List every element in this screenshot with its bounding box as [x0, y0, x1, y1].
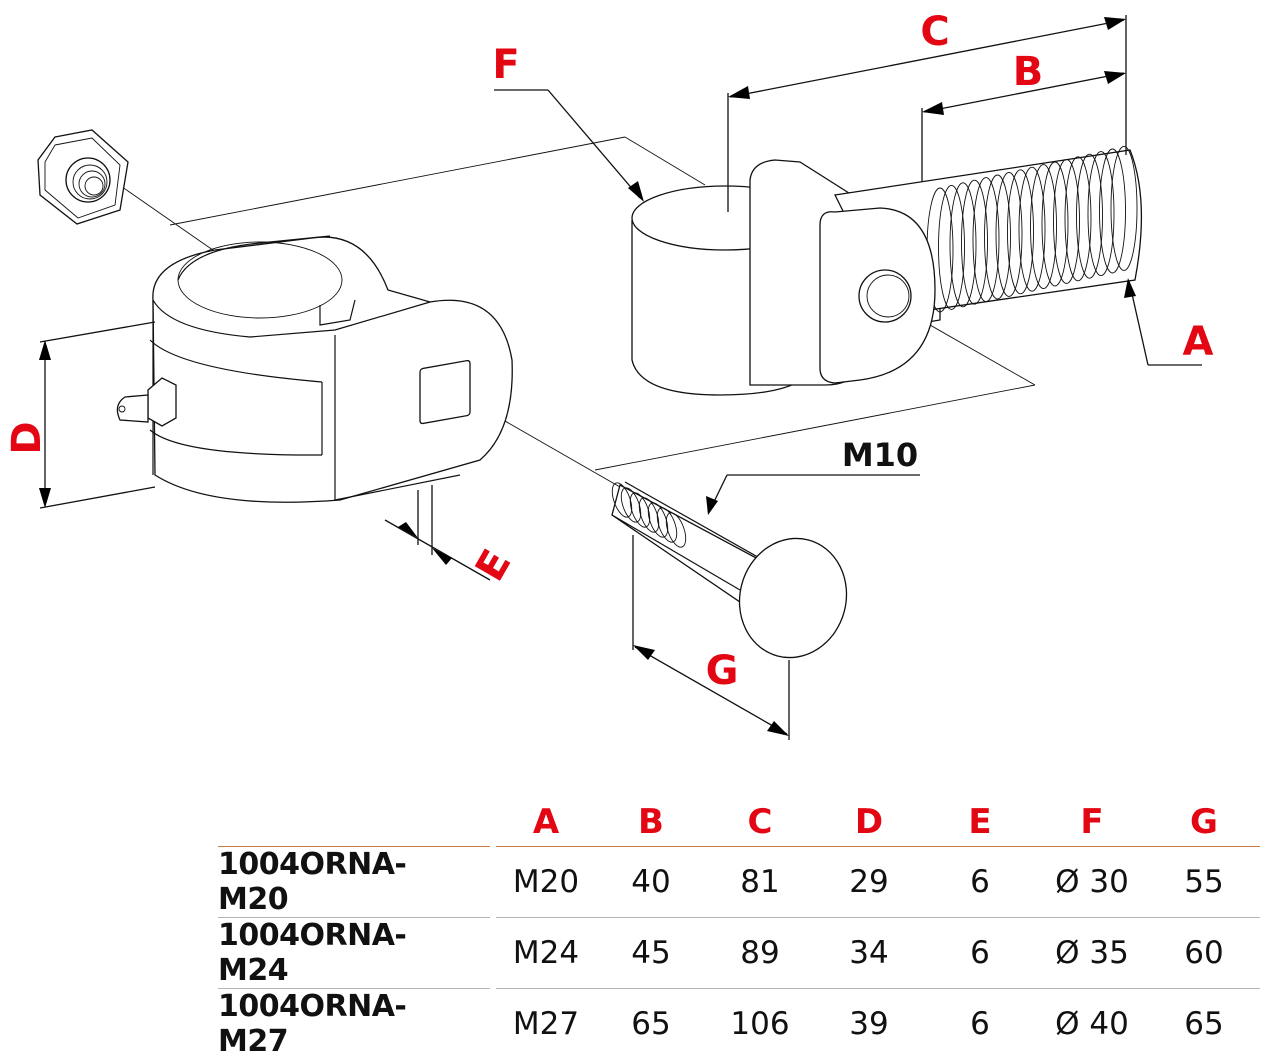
cell-b: 40: [596, 847, 706, 918]
cell-c: 89: [706, 918, 814, 989]
cell-g: 65: [1184, 1006, 1224, 1042]
leader-a: [1124, 278, 1202, 366]
label-a: A: [1183, 319, 1214, 365]
cell-d: 39: [849, 1006, 889, 1042]
thread-ring: [949, 182, 977, 308]
product-code: 1004ORNA-M24: [218, 918, 490, 989]
threaded-eye-bolt: [749, 145, 1143, 386]
thread-ring: [1099, 148, 1126, 274]
header-a: A: [496, 792, 596, 847]
thread-ring: [1007, 169, 1034, 295]
grease-nipple: [116, 377, 177, 427]
lock-nut: [37, 129, 129, 225]
cell-c: 106: [730, 1006, 790, 1042]
thread-ring: [961, 179, 988, 305]
dimension-g: [632, 535, 790, 740]
header-d: D: [814, 792, 924, 847]
thread-ring: [1110, 145, 1138, 271]
cell-d: 29: [814, 847, 924, 918]
label-g: G: [706, 648, 739, 694]
cell-e: 6: [924, 918, 1036, 989]
bolt-thread-ring: [665, 512, 687, 548]
specification-table: A B C D E F G 1004ORNA-M20 M20 40 81 29 …: [218, 792, 1260, 1059]
thread-ring: [1030, 164, 1057, 290]
product-code: 1004ORNA-M20: [218, 847, 490, 918]
dimension-c: [727, 15, 1127, 212]
cell-d: 34: [814, 918, 924, 989]
header-c: C: [706, 792, 814, 847]
thread-ring: [1041, 161, 1069, 287]
thread-ring: [995, 171, 1023, 297]
cell-g: 55: [1148, 847, 1260, 918]
cell-a: M24: [496, 918, 596, 989]
leader-f: [494, 89, 644, 202]
header-b: B: [596, 792, 706, 847]
cell-a: M27: [512, 1006, 580, 1042]
thread-ring: [1064, 156, 1092, 282]
table-row: 1004ORNA-M24 M24 45 89 34 6 Ø 35 60: [218, 918, 1260, 989]
thread-ring: [984, 174, 1011, 300]
cell-c: 81: [706, 847, 814, 918]
label-d: D: [4, 421, 50, 454]
cell-f: Ø 40: [1055, 1006, 1129, 1042]
thread-ring: [1018, 166, 1046, 292]
leader-m10: [706, 474, 920, 515]
dimension-b: [921, 71, 1126, 182]
cell-a: M20: [496, 847, 596, 918]
table-row: 1004ORNA-M20 M20 40 81 29 6 Ø 30 55: [218, 847, 1260, 918]
label-c: C: [920, 9, 949, 55]
technical-drawing: D E C B A: [4, 9, 1214, 740]
header-e: E: [924, 792, 1036, 847]
header-code: [218, 792, 490, 847]
dimension-e: [384, 485, 491, 581]
thread-ring: [938, 184, 965, 310]
cell-g: 60: [1148, 918, 1260, 989]
table-header-row: A B C D E F G: [218, 792, 1260, 847]
thread-ring: [1087, 151, 1115, 277]
cell-b: 65: [631, 1006, 671, 1042]
cell-b: 45: [596, 918, 706, 989]
dimension-d: [39, 321, 156, 509]
thread-ring: [1053, 158, 1080, 284]
carriage-bolt: [611, 481, 848, 659]
label-b: B: [1013, 49, 1044, 95]
thread-ring: [1076, 153, 1103, 279]
thread-rings: [926, 145, 1138, 313]
bolt-thread-rings: [611, 482, 687, 548]
header-g: G: [1148, 792, 1260, 847]
label-m10: M10: [842, 436, 918, 474]
label-f: F: [492, 42, 519, 88]
header-f: F: [1036, 792, 1148, 847]
cell-f: Ø 35: [1036, 918, 1148, 989]
cell-f: Ø 30: [1036, 847, 1148, 918]
product-code: 1004ORNA-M27: [218, 989, 407, 1059]
cell-e: 6: [970, 1006, 990, 1042]
clamp-collar: [149, 235, 513, 503]
label-e: E: [467, 542, 521, 589]
cell-e: 6: [924, 847, 1036, 918]
thread-ring: [972, 177, 1000, 303]
table-row: 1004ORNA-M27 M27 65 106 39 6 Ø 40 65: [218, 989, 1260, 1059]
